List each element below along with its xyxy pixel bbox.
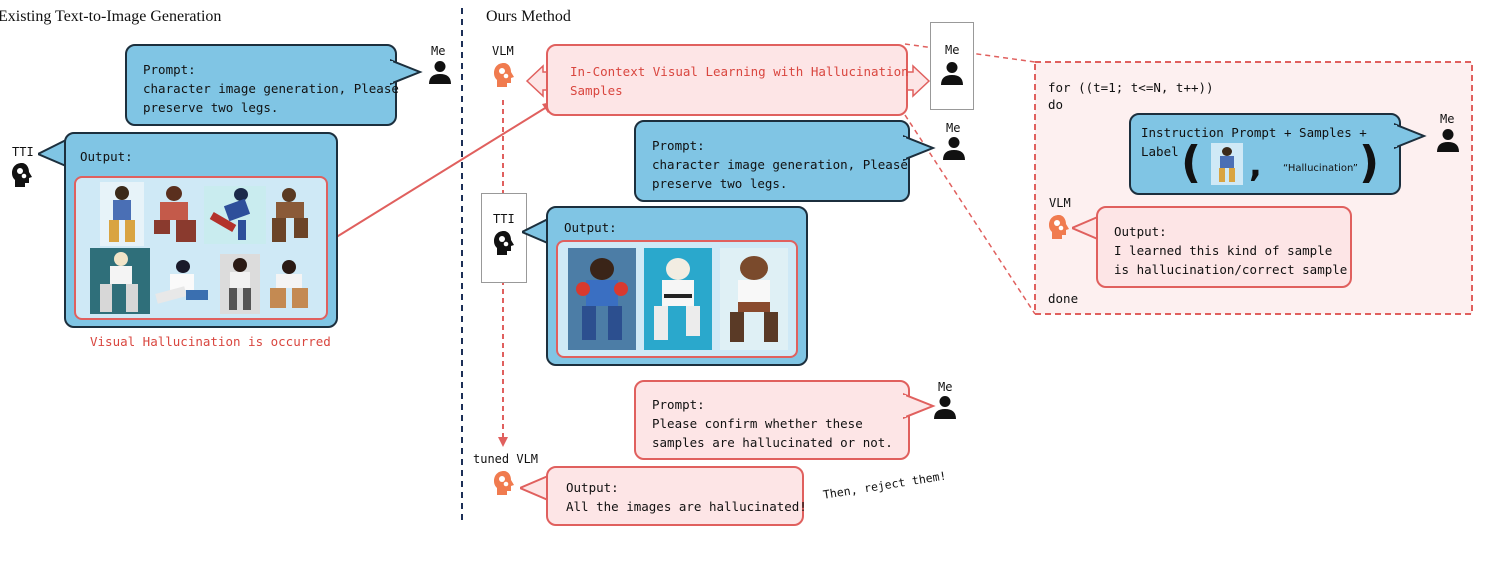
left-prompt-line: preserve two legs. [143,100,279,115]
me-label: Me [945,43,960,57]
me-label: Me [1440,112,1455,126]
right-output-bubble: Output: [546,206,808,366]
sample-image [1211,143,1243,185]
final-output-line: Output: [566,480,619,495]
loop-for-line: for ((t=1; t<=N, t++)) [1048,80,1214,95]
icl-line: In-Context Visual Learning with Hallucin… [570,64,909,79]
label-text: “Hallucination” [1283,163,1358,174]
loop-do-line: do [1048,97,1064,112]
generated-images-row [556,240,798,358]
vlm-output-line: is hallucination/correct sample [1114,262,1348,277]
confirm-prompt-line: Prompt: [652,397,705,412]
left-prompt-bubble: Prompt: character image generation, Plea… [125,44,399,126]
generated-image [220,254,260,314]
tti-label: TTI [493,212,515,226]
confirm-prompt-bubble: Prompt: Please confirm whether these sam… [634,380,910,460]
right-prompt-line: character image generation, Please [652,157,908,172]
generated-image [720,248,788,350]
me-label: Me [946,121,961,135]
hallucination-note: Visual Hallucination is occurred [90,334,331,349]
generated-image [100,182,144,246]
vlm-label: VLM [492,44,514,58]
generated-image [150,184,200,246]
left-prompt-line: character image generation, Please [143,81,399,96]
tuned-vlm-label: tuned VLM [473,452,539,466]
me-box: Me [930,22,974,110]
confirm-prompt-line: samples are hallucinated or not. [652,435,893,450]
vlm-learned-bubble: Output: I learned this kind of sample is… [1096,206,1352,288]
vlm-label: VLM [1049,196,1071,210]
generated-image [268,184,312,246]
generated-image [204,186,266,244]
left-prompt-line: Prompt: [143,62,196,77]
output-label: Output: [80,149,133,164]
loop-done-line: done [1048,291,1079,306]
vlm-output-line: I learned this kind of sample [1114,243,1333,258]
person-icon [429,61,451,84]
right-prompt-bubble: Prompt: character image generation, Plea… [634,120,910,202]
tti-box: TTI [481,193,527,283]
instruction-line: Label [1141,144,1179,159]
arrow-to-icl [329,104,551,242]
right-prompt-line: Prompt: [652,138,705,153]
right-prompt-line: preserve two legs. [652,176,788,191]
person-icon [1437,129,1459,152]
final-output-bubble: Output: All the images are hallucinated! [546,466,807,526]
vlm-output-line: Output: [1114,224,1167,239]
icl-line: Samples [570,83,623,98]
generated-image [644,248,712,350]
orange-head-gears-icon [494,471,514,495]
head-gears-icon [494,231,514,255]
head-gears-icon [12,163,32,187]
person-icon [941,62,963,85]
final-output-line: All the images are hallucinated! [566,499,807,514]
instruction-line: Instruction Prompt + Samples + [1141,125,1367,140]
orange-head-gears-icon [1049,215,1069,239]
generated-image [568,248,636,350]
generated-image [264,258,314,314]
output-label: Output: [564,220,617,235]
generated-image [90,248,150,314]
tti-label: TTI [12,145,34,159]
instruction-bubble: Instruction Prompt + Samples + Label ( ,… [1129,113,1401,195]
generated-image [155,258,214,314]
confirm-prompt-line: Please confirm whether these [652,416,863,431]
right-heading: Ours Method [486,8,571,25]
me-label: Me [431,44,446,58]
me-label: Me [938,380,953,394]
icl-box: In-Context Visual Learning with Hallucin… [546,44,909,116]
person-icon [934,396,956,419]
orange-head-gears-icon [494,63,514,87]
left-output-bubble: Output: [64,132,338,328]
generated-images-grid [74,176,328,320]
left-heading: Existing Text-to-Image Generation [0,8,222,25]
person-icon [943,137,965,160]
